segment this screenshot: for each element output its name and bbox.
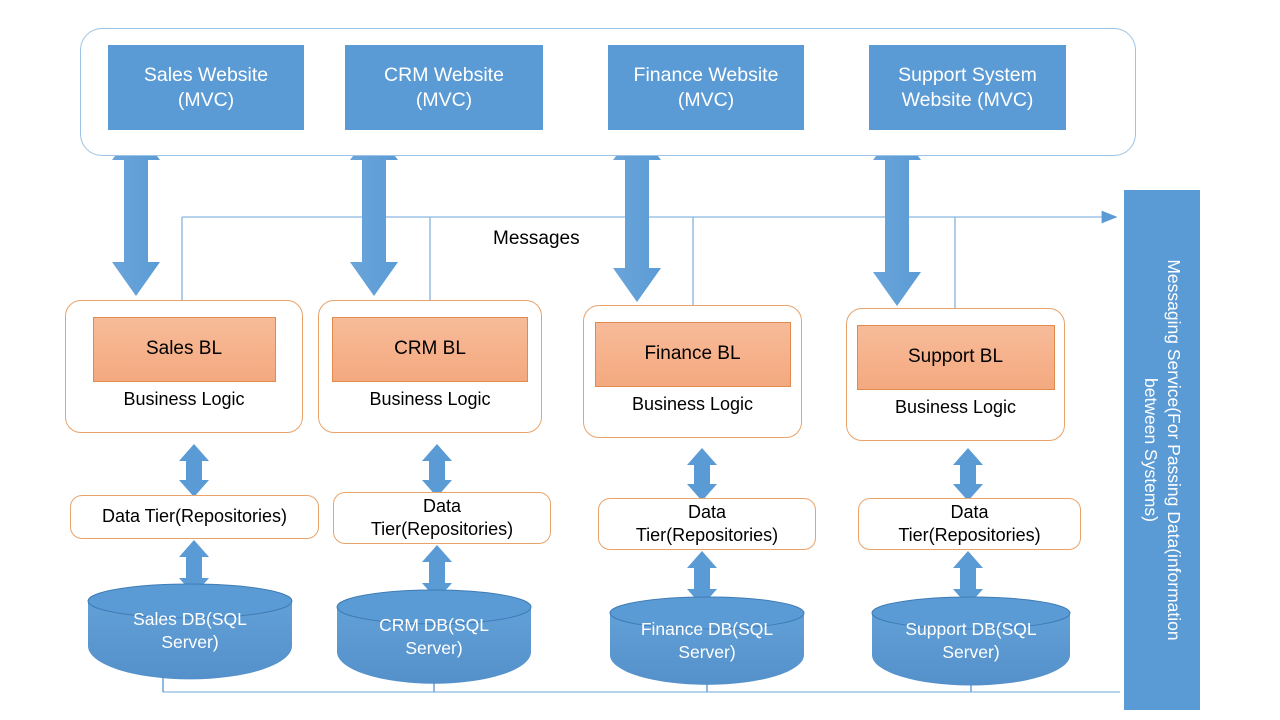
business-logic-group-finance: Finance BL Business Logic [583, 305, 802, 438]
datatier-to-db-arrow-support [953, 551, 983, 606]
website-label-line1: Finance Website [633, 63, 779, 86]
website-box-crm[interactable]: CRM Website (MVC) [345, 45, 543, 130]
data-tier-box-finance[interactable]: Data Tier(Repositories) [598, 498, 816, 550]
bl-to-datatier-arrow-support [953, 448, 983, 501]
database-cylinder-sales[interactable] [87, 583, 293, 680]
website-to-bl-arrow-support [873, 128, 921, 306]
business-logic-caption: Business Logic [369, 389, 491, 409]
business-logic-box-sales[interactable]: Sales BL [92, 317, 276, 382]
messages-bus-label: Messages [493, 228, 580, 249]
data-tier-box-support[interactable]: Data Tier(Repositories) [858, 498, 1081, 550]
business-logic-group-crm: CRM BL Business Logic [318, 300, 542, 433]
business-logic-group-support: Support BL Business Logic [846, 308, 1065, 441]
data-tier-box-sales[interactable]: Data Tier(Repositories) [70, 495, 319, 539]
data-tier-label-line1: Data [950, 501, 989, 522]
database-cylinder-support[interactable] [871, 596, 1071, 686]
business-logic-box-support[interactable]: Support BL [856, 325, 1055, 390]
website-box-sales[interactable]: Sales Website (MVC) [108, 45, 304, 130]
business-logic-box-crm[interactable]: CRM BL [332, 317, 528, 382]
data-tier-label-line2: Tier(Repositories) [635, 525, 779, 545]
business-logic-label: Support BL [907, 346, 1004, 368]
data-tier-label-line1: Data [687, 501, 727, 522]
bl-to-datatier-arrow-sales [179, 444, 209, 497]
website-label-line2: Website (MVC) [901, 88, 1034, 111]
business-logic-caption: Business Logic [894, 397, 1017, 417]
business-logic-label: Sales BL [145, 338, 223, 360]
database-cylinder-finance[interactable] [609, 596, 805, 685]
website-label-line1: Support System [898, 63, 1037, 86]
data-tier-label: Data Tier(Repositories) [101, 506, 288, 527]
datatier-to-db-arrow-finance [687, 551, 717, 606]
website-to-bl-arrow-finance [613, 128, 661, 302]
website-box-finance[interactable]: Finance Website (MVC) [608, 45, 804, 130]
bl-to-datatier-arrow-finance [687, 448, 717, 501]
datatier-to-db-arrow-crm [422, 545, 452, 600]
data-tier-label-line2: Tier(Repositories) [370, 519, 514, 539]
messaging-service-label-line1: Messaging Service(For Passing Data(infor… [1163, 259, 1184, 641]
messaging-service-label: Messaging Service(For Passing Data(infor… [1139, 259, 1185, 640]
website-label-line2: (MVC) [177, 88, 235, 111]
website-to-bl-arrow-sales [112, 128, 160, 296]
website-label-line2: (MVC) [415, 88, 473, 111]
datatier-to-db-arrow-sales [179, 540, 209, 595]
business-logic-caption: Business Logic [123, 389, 245, 409]
data-tier-label-line1: Data [422, 495, 462, 516]
data-tier-box-crm[interactable]: Data Tier(Repositories) [333, 492, 551, 544]
bl-to-datatier-arrow-crm [422, 444, 452, 497]
messaging-service-label-line2: between Systems) [1141, 378, 1161, 522]
website-label-line2: (MVC) [677, 88, 735, 111]
website-label-line1: CRM Website [384, 63, 504, 86]
database-cylinder-crm[interactable] [336, 589, 532, 684]
website-to-bl-arrow-crm [350, 128, 398, 296]
messaging-service-bar[interactable] [1124, 190, 1200, 710]
website-label-line1: Sales Website [143, 63, 269, 86]
data-tier-label-line2: Tier(Repositories) [898, 525, 1041, 545]
business-logic-label: Finance BL [644, 343, 741, 365]
business-logic-group-sales: Sales BL Business Logic [65, 300, 303, 433]
business-logic-box-finance[interactable]: Finance BL [594, 322, 791, 387]
business-logic-label: CRM BL [394, 338, 466, 360]
website-box-support[interactable]: Support System Website (MVC) [869, 45, 1066, 130]
business-logic-caption: Business Logic [631, 394, 754, 414]
